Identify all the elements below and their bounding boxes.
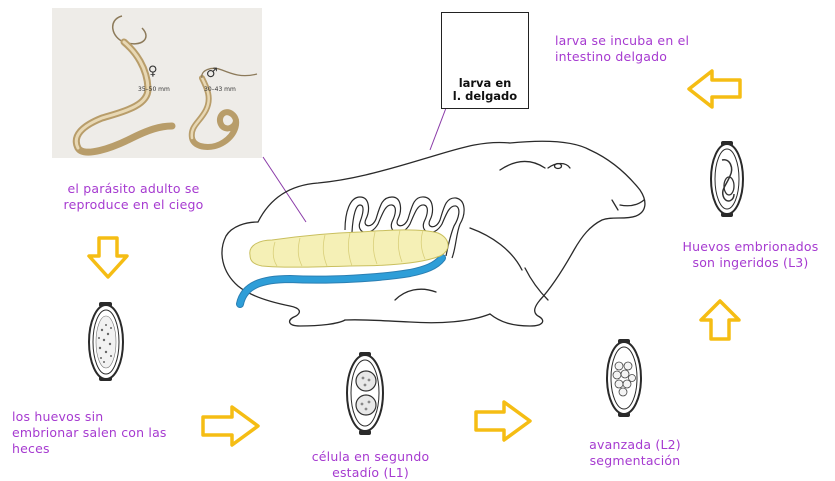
male-symbol: ♂: [206, 66, 218, 81]
label-larva-hatches: larva se incuba en el intestino delgado: [555, 33, 735, 65]
photo-pointer-line: [263, 157, 306, 222]
adult-worms-photo: ♀ ♂ 35–50 mm 30–43 mm: [52, 8, 262, 158]
egg-unembryonated: [89, 302, 123, 381]
egg-embryonated: [711, 141, 743, 217]
arrow-right-2: [476, 402, 530, 440]
egg-two-cell: [347, 352, 383, 435]
label-adult-reproduces: el parásito adulto se reproduce en el ci…: [46, 181, 221, 213]
label-eggs-leave: los huevos sin embrionar salen con las h…: [12, 409, 202, 457]
female-size: 35–50 mm: [138, 86, 170, 93]
arrow-right-1: [203, 407, 258, 445]
arrow-up-right: [701, 301, 739, 339]
male-size: 30–43 mm: [204, 86, 236, 93]
egg-segmented: [607, 339, 641, 417]
larva-inset: larva en l. delgado: [441, 12, 529, 109]
large-intestine: [250, 230, 448, 267]
label-second-stage: célula en segundo estadío (L1): [283, 449, 458, 481]
label-ingested: Huevos embrionados son ingeridos (L3): [668, 239, 833, 271]
arrow-down-left: [89, 238, 127, 277]
larva-inset-label: larva en l. delgado: [442, 77, 528, 103]
arrow-left-top: [689, 71, 740, 107]
adult-worms-drawing: [52, 8, 262, 158]
female-symbol: ♀: [148, 64, 158, 79]
label-segmentation: avanzada (L2) segmentación: [560, 437, 710, 469]
larva-pointer-line: [430, 108, 446, 150]
